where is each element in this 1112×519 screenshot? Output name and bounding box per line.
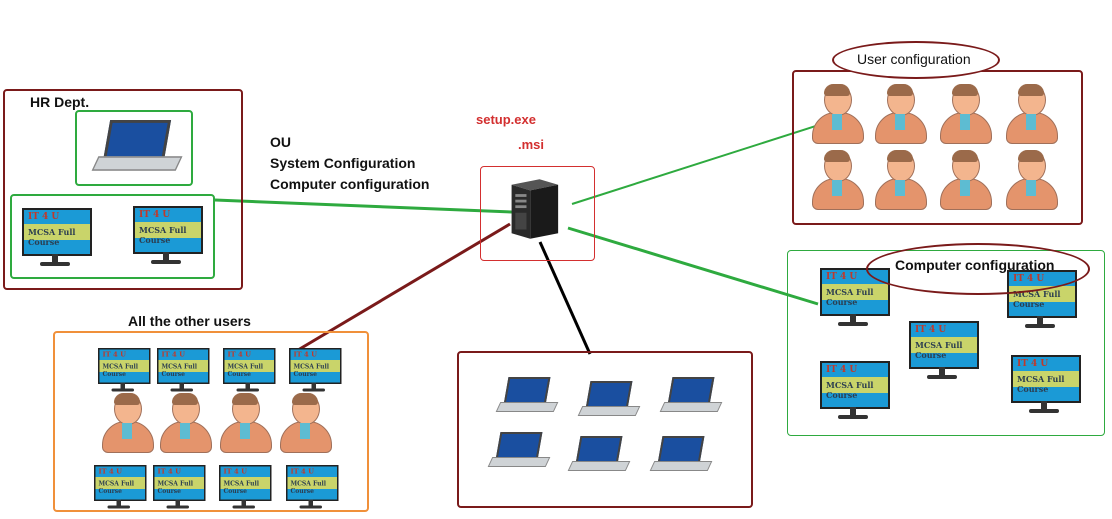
user-avatar [940,84,992,144]
hr-dept-label: HR Dept. [30,94,90,110]
user-avatar [875,84,927,144]
hr-laptop [91,120,183,172]
other-user-avatar [220,393,272,453]
user-configuration-ellipse [832,41,1000,79]
user-avatar [1006,84,1058,144]
ou-computer-configuration-label: Computer configuration [270,176,430,192]
other-user-avatar [280,393,332,453]
user-avatar [875,150,927,210]
msi-label: .msi [518,137,545,152]
user-avatar [1006,150,1058,210]
computer-configuration-ellipse [866,243,1090,295]
hr-laptop-box [75,110,193,186]
laptop [567,436,631,472]
line-server-to-computers [567,226,819,306]
other-user-avatar [160,393,212,453]
setup-exe-label: setup.exe [476,112,536,127]
computer-configuration-label: Computer configuration [895,257,1055,273]
user-avatar [940,150,992,210]
laptops-box [457,351,753,508]
hr-monitors-box [10,194,215,279]
server-box [480,166,595,261]
user-avatar [812,84,864,144]
laptop [487,432,551,468]
line-hr-to-server [214,198,513,214]
ou-label: OU [270,134,291,150]
user-configuration-label: User configuration [857,51,971,67]
system-configuration-label: System Configuration [270,155,416,171]
hr-dept-box [3,89,243,290]
all-other-users-box [53,331,369,512]
user-avatar [812,150,864,210]
laptop [577,381,641,417]
all-other-users-label: All the other users [128,313,251,329]
laptop [495,377,559,413]
line-others-to-server [297,222,511,352]
other-user-avatar [102,393,154,453]
laptop [649,436,713,472]
line-server-to-users [571,123,823,205]
server-tower-icon [511,179,559,239]
laptop [659,377,723,413]
